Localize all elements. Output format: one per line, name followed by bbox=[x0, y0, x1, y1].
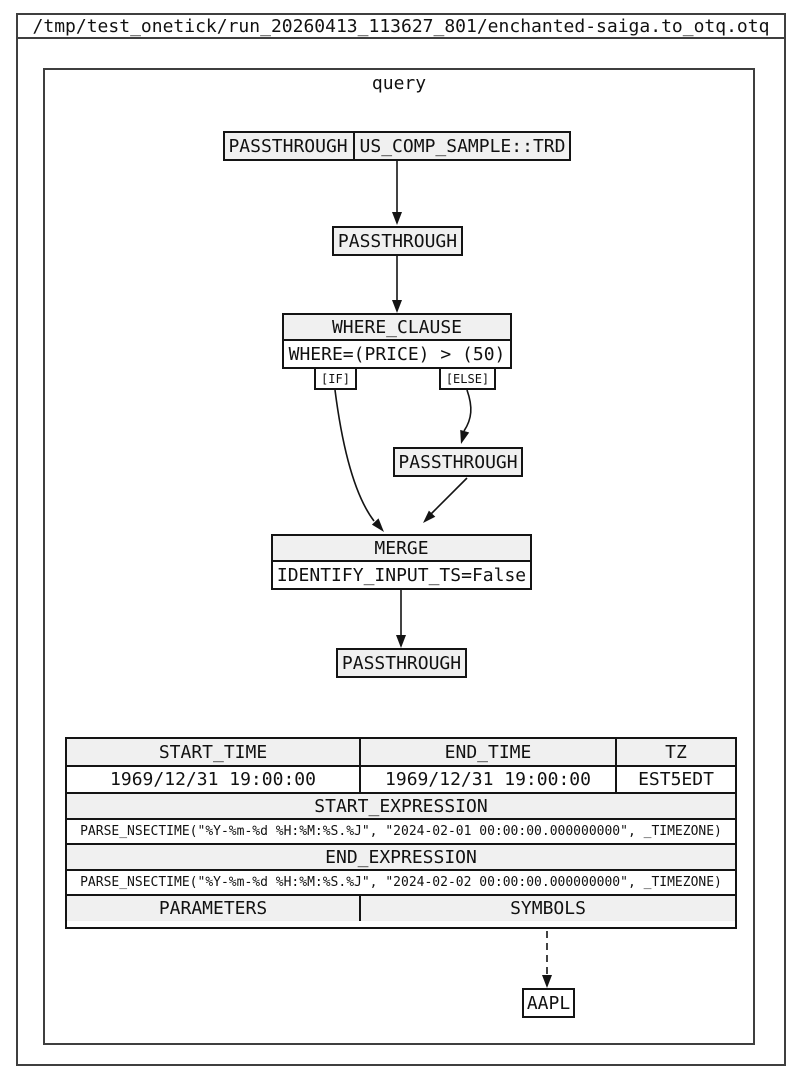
value-start-expression: PARSE_NSECTIME("%Y-%m-%d %H:%M:%S.%J", "… bbox=[80, 824, 722, 839]
node-symbol-aapl: AAPL bbox=[522, 988, 575, 1018]
table-row-start-expression-value: PARSE_NSECTIME("%Y-%m-%d %H:%M:%S.%J", "… bbox=[67, 818, 735, 843]
file-path-title: /tmp/test_onetick/run_20260413_113627_80… bbox=[16, 13, 786, 39]
header-start-time: START_TIME bbox=[67, 739, 359, 765]
node-where-clause-title: WHERE_CLAUSE bbox=[284, 315, 510, 341]
table-row-time-headers: START_TIME END_TIME TZ bbox=[67, 739, 735, 765]
node-where-clause-param: WHERE=(PRICE) > (50) bbox=[284, 341, 510, 367]
node-merge-title: MERGE bbox=[273, 536, 530, 562]
table-row-start-expression-header: START_EXPRESSION bbox=[67, 792, 735, 818]
port-if: [IF] bbox=[314, 367, 357, 390]
header-end-time: END_TIME bbox=[359, 739, 615, 765]
table-row-end-expression-value: PARSE_NSECTIME("%Y-%m-%d %H:%M:%S.%J", "… bbox=[67, 869, 735, 894]
query-cluster-label: query bbox=[371, 73, 427, 94]
value-start-time: 1969/12/31 19:00:00 bbox=[110, 769, 316, 790]
node-source-ep-label: PASSTHROUGH bbox=[228, 135, 348, 157]
value-end-expression: PARSE_NSECTIME("%Y-%m-%d %H:%M:%S.%J", "… bbox=[80, 875, 722, 890]
node-source-db-symbol: US_COMP_SAMPLE::TRD bbox=[352, 133, 571, 159]
header-parameters: PARAMETERS bbox=[67, 896, 359, 921]
header-tz: TZ bbox=[615, 739, 735, 765]
header-symbols: SYMBOLS bbox=[359, 896, 735, 921]
table-row-end-expression-header: END_EXPRESSION bbox=[67, 843, 735, 869]
value-end-time: 1969/12/31 19:00:00 bbox=[359, 767, 615, 792]
query-info-table: START_TIME END_TIME TZ 1969/12/31 19:00:… bbox=[65, 737, 737, 929]
node-merge-param: IDENTIFY_INPUT_TS=False bbox=[273, 562, 530, 588]
node-source: PASSTHROUGH US_COMP_SAMPLE::TRD bbox=[223, 131, 571, 161]
table-row-time-values: 1969/12/31 19:00:00 1969/12/31 19:00:00 … bbox=[67, 765, 735, 792]
node-passthrough-top: PASSTHROUGH bbox=[332, 226, 463, 256]
value-tz: EST5EDT bbox=[615, 767, 735, 792]
header-end-expression: END_EXPRESSION bbox=[67, 845, 735, 869]
port-else: [ELSE] bbox=[439, 367, 496, 390]
node-passthrough-out: PASSTHROUGH bbox=[336, 648, 467, 678]
header-start-expression: START_EXPRESSION bbox=[67, 794, 735, 818]
node-passthrough-else: PASSTHROUGH bbox=[393, 447, 523, 477]
node-where-clause: WHERE_CLAUSE WHERE=(PRICE) > (50) bbox=[282, 313, 512, 369]
table-row-parameters-symbols: PARAMETERS SYMBOLS bbox=[67, 894, 735, 921]
node-merge: MERGE IDENTIFY_INPUT_TS=False bbox=[271, 534, 532, 590]
